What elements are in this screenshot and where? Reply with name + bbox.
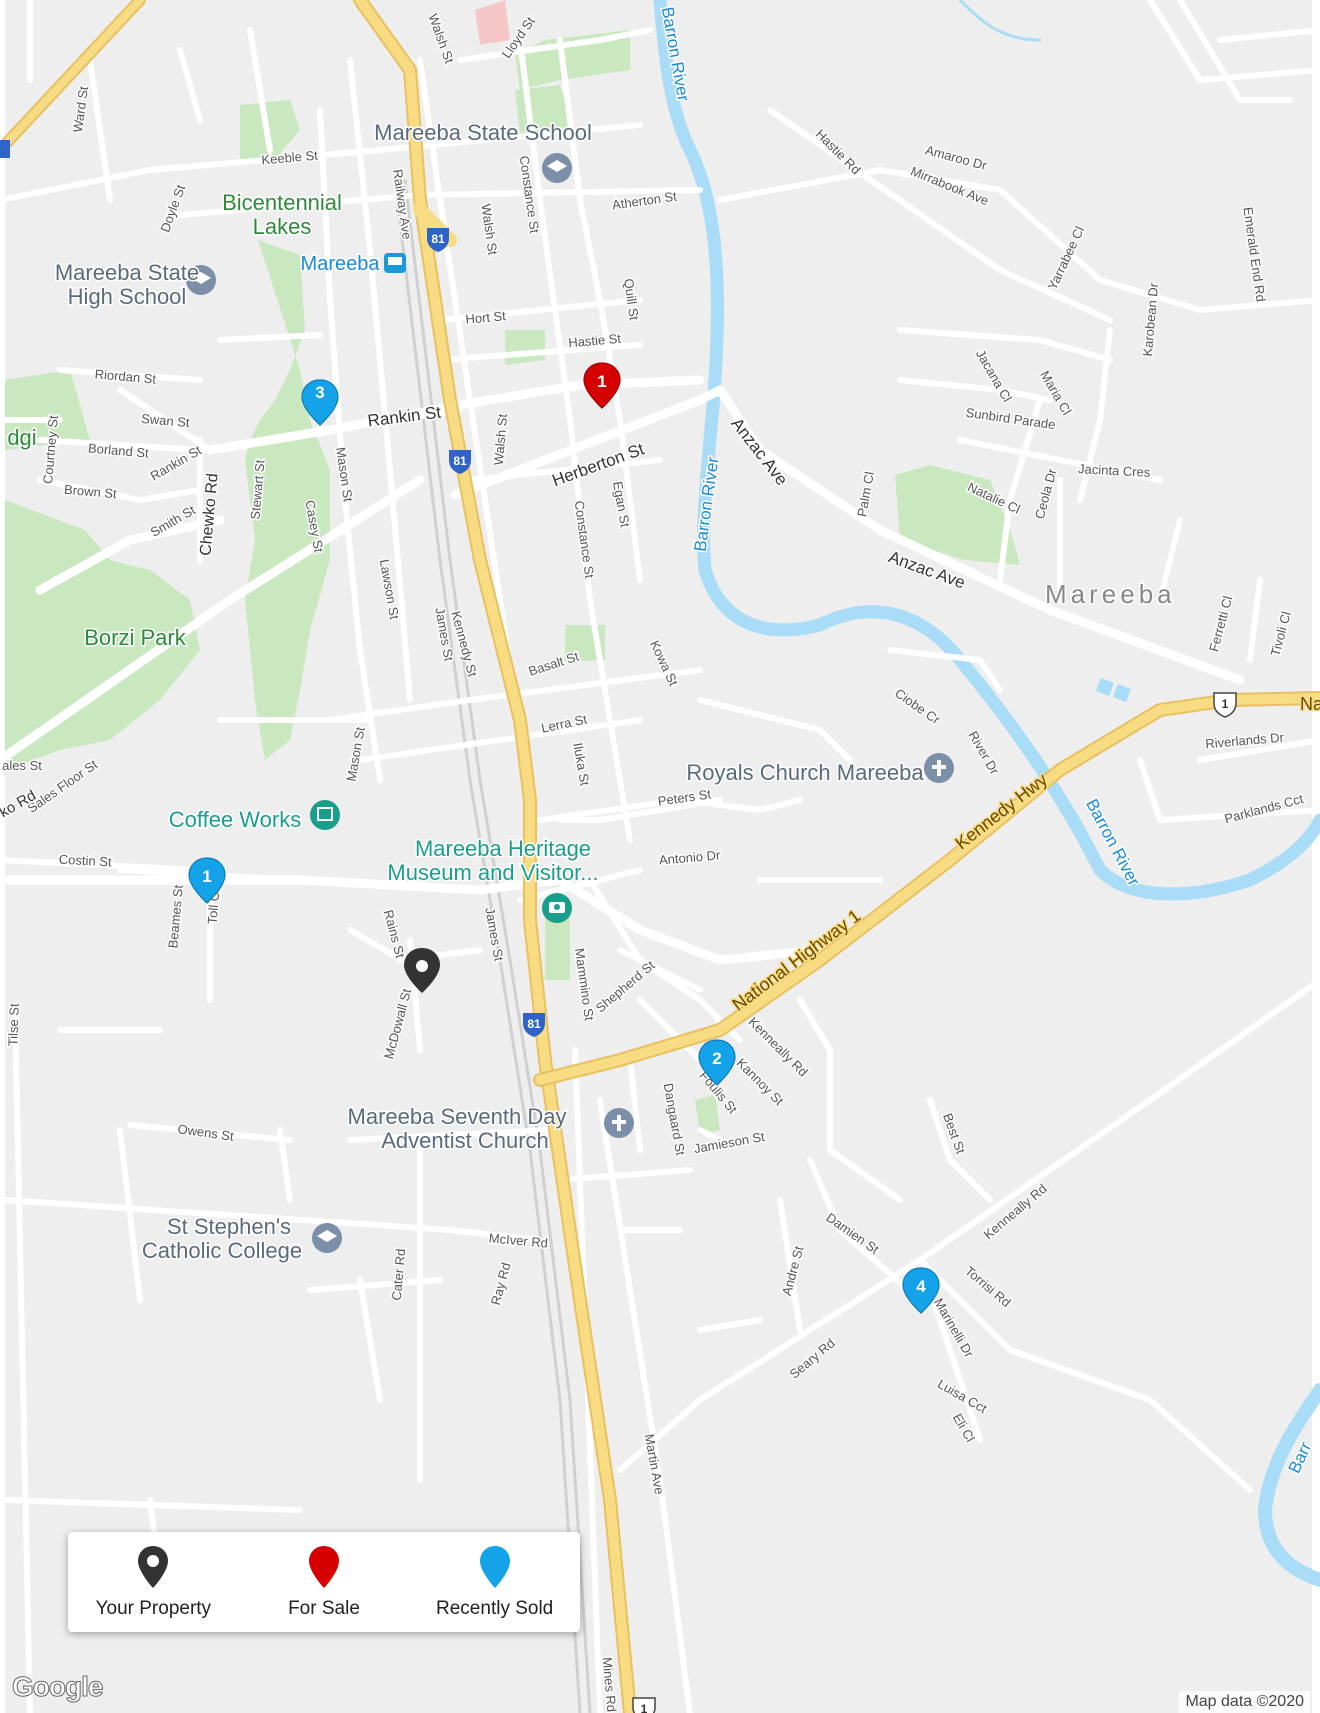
svg-text:Swan St: Swan St xyxy=(141,411,191,430)
svg-text:Keeble St: Keeble St xyxy=(261,148,319,168)
svg-text:Borzi Park: Borzi Park xyxy=(84,625,186,650)
poi-icons xyxy=(186,153,954,1253)
svg-text:Royals Church Mareeba: Royals Church Mareeba xyxy=(686,760,924,785)
svg-text:Hort St: Hort St xyxy=(465,308,507,327)
svg-text:1: 1 xyxy=(597,372,606,391)
svg-text:1: 1 xyxy=(641,1702,648,1713)
recently-sold-marker-2[interactable]: 2 xyxy=(698,1039,736,1086)
svg-text:1: 1 xyxy=(1222,697,1229,711)
svg-text:3: 3 xyxy=(315,383,324,402)
svg-text:Mareeba State: Mareeba State xyxy=(55,260,199,285)
svg-text:Cater Rd: Cater Rd xyxy=(389,1248,408,1301)
svg-text:dgi: dgi xyxy=(7,425,36,450)
svg-text:Jacinta Cres: Jacinta Cres xyxy=(1078,461,1151,480)
svg-text:Mareeba: Mareeba xyxy=(301,253,381,275)
legend-label-your-property: Your Property xyxy=(95,1598,212,1619)
recently-sold-marker-3[interactable]: 3 xyxy=(301,379,339,426)
red-pin-icon xyxy=(308,1546,339,1588)
recently-sold-marker-4[interactable]: 4 xyxy=(902,1267,940,1314)
route-shields: 81 81 81 1 1 xyxy=(0,140,1237,1713)
svg-text:Brown St: Brown St xyxy=(63,482,117,502)
svg-text:Bicentennial: Bicentennial xyxy=(222,190,342,215)
svg-text:Stewart St: Stewart St xyxy=(247,459,267,520)
svg-text:Mines Rd: Mines Rd xyxy=(600,1657,620,1713)
map-legend: Your Property For Sale Recently Sold xyxy=(68,1532,580,1632)
svg-text:4: 4 xyxy=(916,1277,926,1296)
svg-text:Adventist Church: Adventist Church xyxy=(381,1128,549,1153)
svg-text:Mareeba Seventh Day: Mareeba Seventh Day xyxy=(348,1104,567,1129)
svg-text:Mareeba State School: Mareeba State School xyxy=(374,120,592,145)
for-sale-marker-1[interactable]: 1 xyxy=(583,362,621,409)
svg-text:1: 1 xyxy=(202,867,211,886)
svg-text:McIver Rd: McIver Rd xyxy=(488,1230,548,1250)
svg-text:Costin St: Costin St xyxy=(59,852,113,870)
svg-text:Tilse St: Tilse St xyxy=(5,1003,22,1047)
legend-label-recently-sold: Recently Sold xyxy=(436,1598,554,1619)
svg-text:Riordan St: Riordan St xyxy=(94,366,157,386)
svg-text:Coffee Works: Coffee Works xyxy=(169,807,301,832)
legend-your-property: Your Property xyxy=(78,1544,228,1620)
svg-text:Mareeba: Mareeba xyxy=(1045,579,1176,609)
barron-river xyxy=(653,0,1320,1587)
google-logo: Google xyxy=(11,1671,103,1703)
svg-text:Borland St: Borland St xyxy=(88,440,150,460)
svg-text:St Stephen's: St Stephen's xyxy=(167,1214,291,1239)
map-attribution[interactable]: Map data ©2020 xyxy=(1179,1691,1310,1713)
legend-label-for-sale: For Sale xyxy=(288,1598,360,1619)
your-property-marker[interactable] xyxy=(404,948,440,993)
svg-text:Nat: Nat xyxy=(1300,694,1320,714)
svg-text:Lakes: Lakes xyxy=(253,214,312,239)
svg-text:Beames St: Beames St xyxy=(165,884,186,949)
svg-text:Antonio Dr: Antonio Dr xyxy=(658,847,721,867)
svg-text:81: 81 xyxy=(431,232,445,246)
svg-text:2: 2 xyxy=(712,1049,721,1068)
recently-sold-marker-1[interactable]: 1 xyxy=(188,857,226,904)
legend-for-sale: For Sale xyxy=(249,1544,399,1620)
svg-text:Hastie St: Hastie St xyxy=(568,331,622,351)
blue-pin-icon xyxy=(479,1546,510,1588)
svg-text:Catholic College: Catholic College xyxy=(142,1238,302,1263)
svg-text:81: 81 xyxy=(527,1017,541,1031)
svg-text:Mareeba Heritage: Mareeba Heritage xyxy=(415,836,591,861)
svg-text:ales St: ales St xyxy=(2,758,42,773)
legend-recently-sold: Recently Sold xyxy=(420,1544,570,1620)
property-markers: 3 1 1 2 4 xyxy=(188,362,940,1314)
svg-text:Museum and Visitor...: Museum and Visitor... xyxy=(387,860,598,885)
svg-text:81: 81 xyxy=(453,454,467,468)
svg-text:Walsh St: Walsh St xyxy=(491,413,510,466)
dark-pin-icon xyxy=(138,1546,169,1588)
svg-text:High School: High School xyxy=(68,284,187,309)
museum-icon xyxy=(310,800,340,830)
